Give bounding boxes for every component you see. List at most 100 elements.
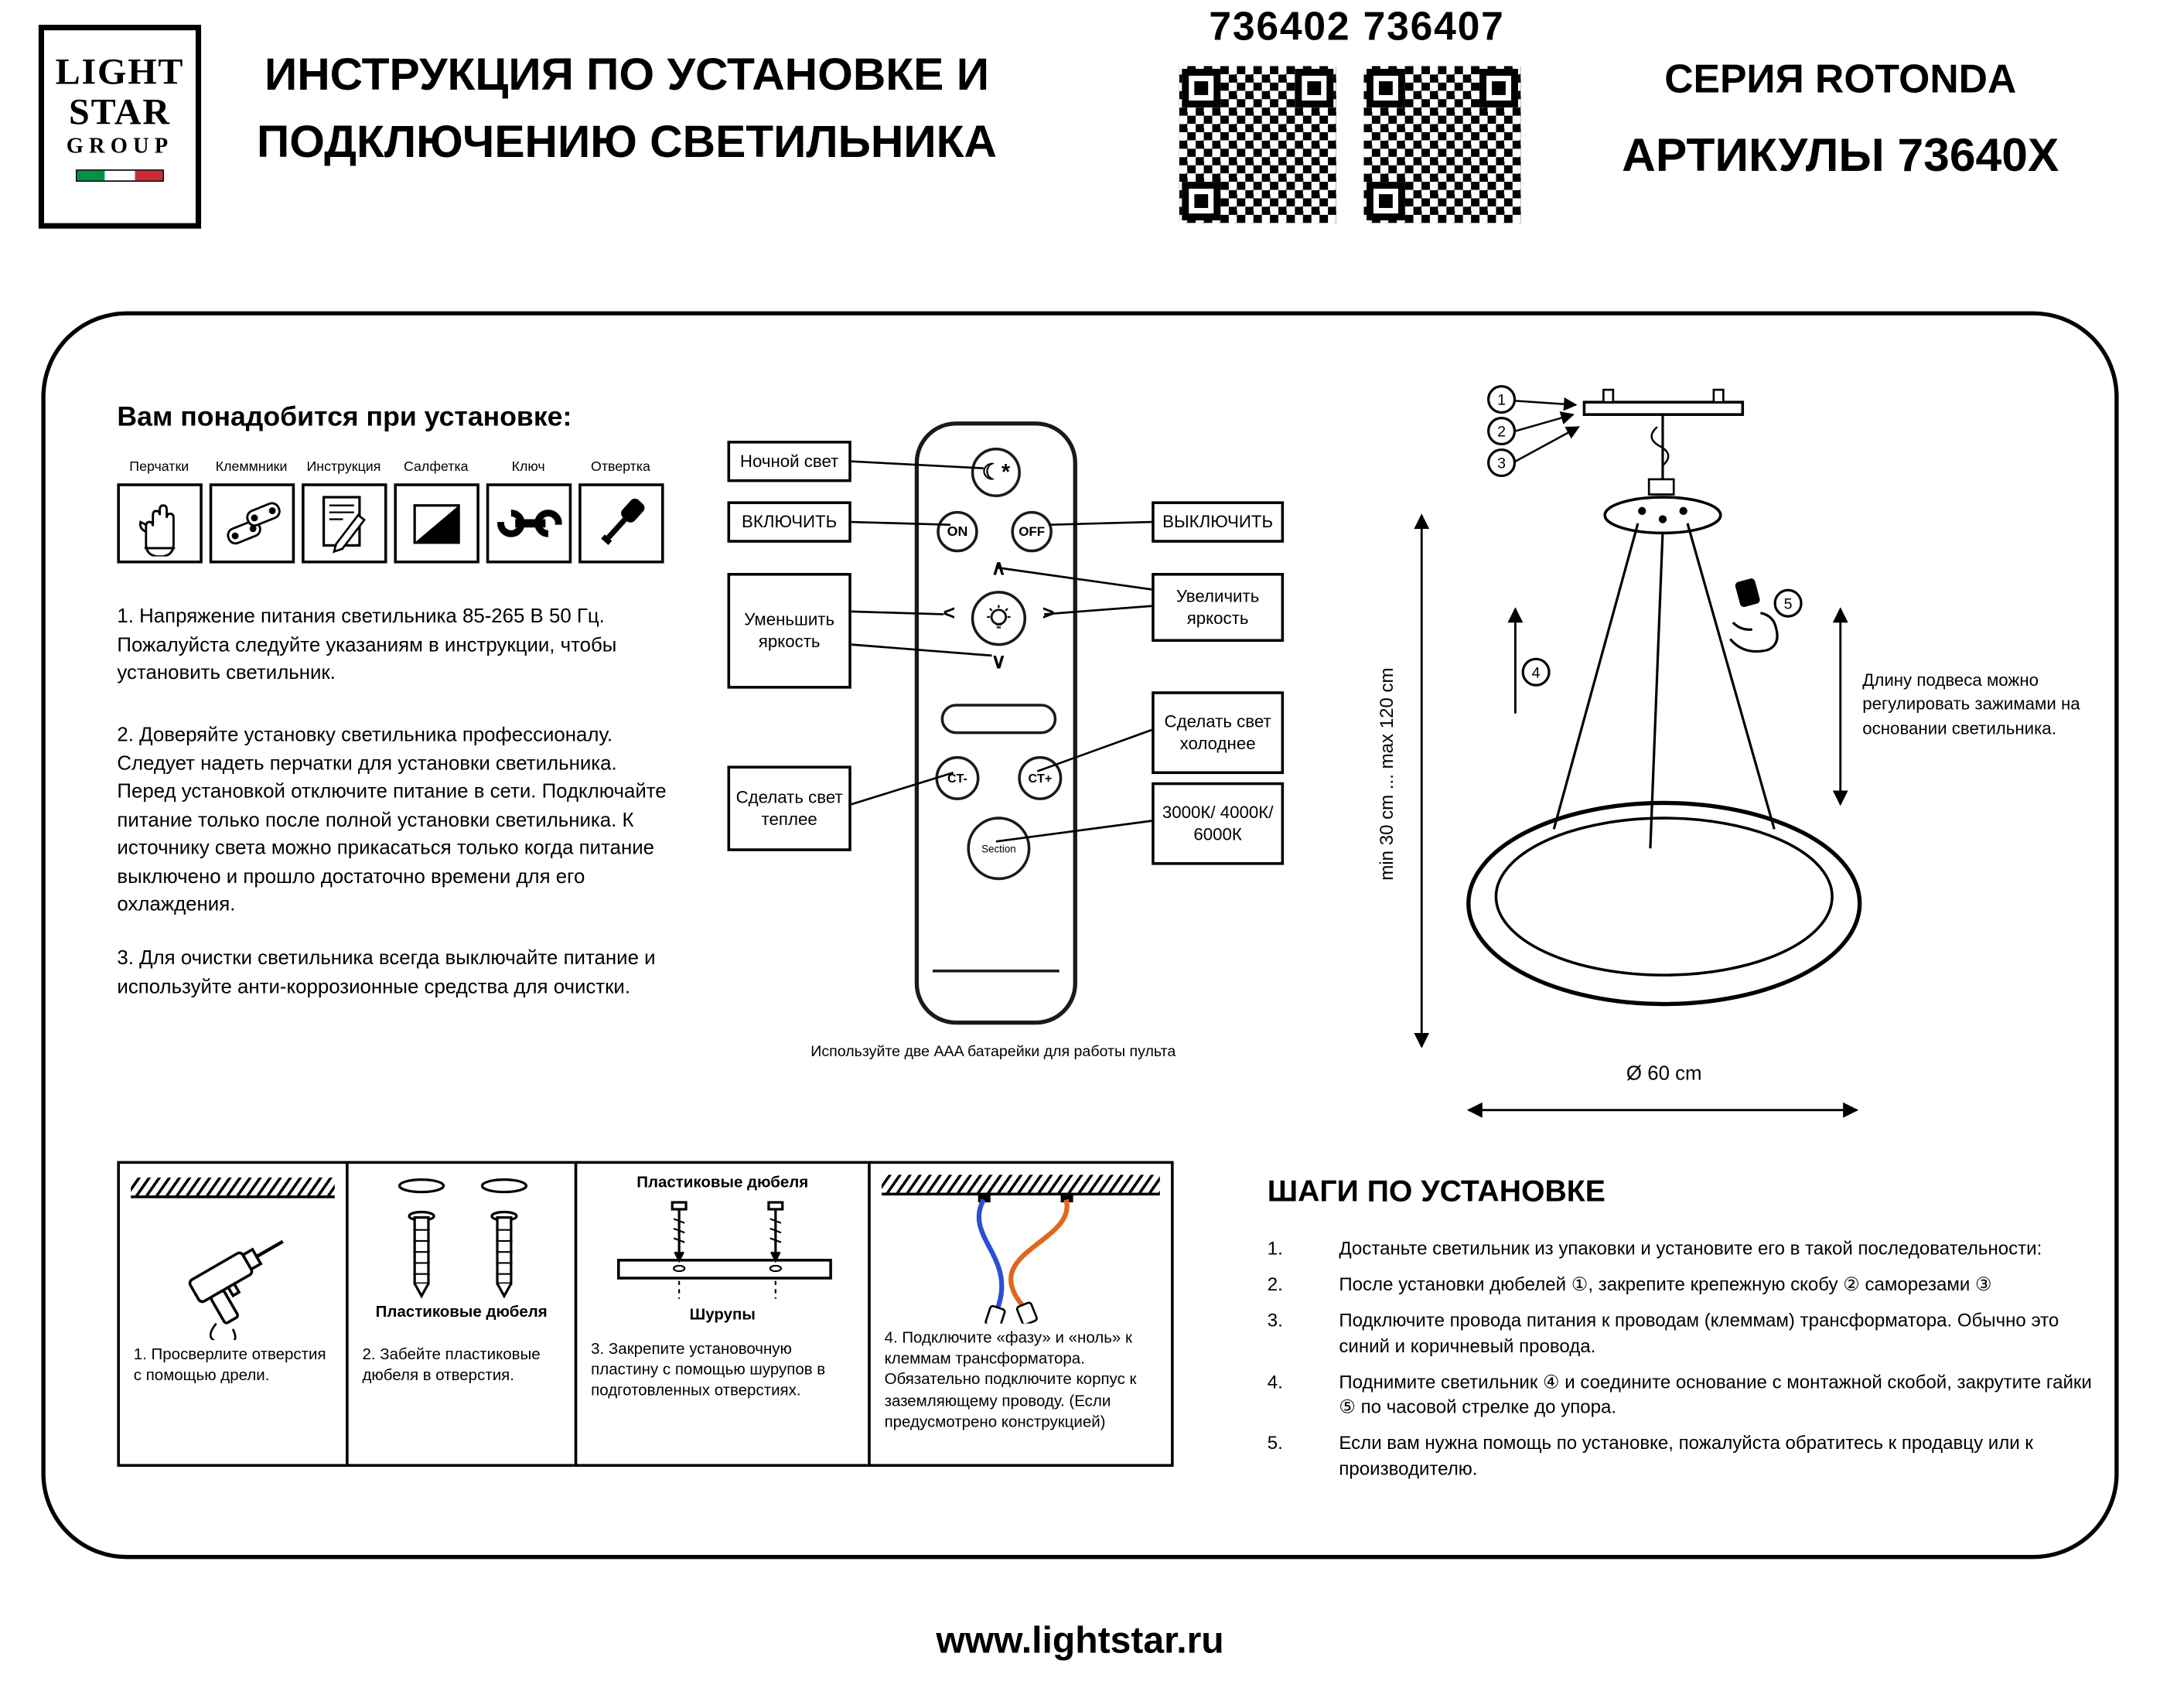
- panel-caption: 3. Закрепите установочную пластину с пом…: [591, 1341, 826, 1400]
- off-button: OFF: [1011, 510, 1053, 553]
- ct-plus-button: CT+: [1018, 755, 1063, 800]
- tool-label: Отвертка: [590, 459, 650, 476]
- logo-text-group: GROUP: [66, 135, 174, 159]
- tool-item-terminals: Клеммники: [208, 460, 295, 564]
- note-paragraph-3: 3. Для очистки светильника всегда выключ…: [117, 947, 656, 998]
- step-text: Подключите провода питания к проводам (к…: [1339, 1309, 2059, 1356]
- step-number: 2.: [1267, 1273, 1283, 1295]
- diameter-label: Ø 60 cm: [1626, 1063, 1702, 1086]
- steps-heading: ШАГИ ПО УСТАНОВКЕ: [1267, 1173, 1605, 1209]
- section-button: Section: [967, 816, 1031, 881]
- articles-title: АРТИКУЛЫ 73640X: [1622, 129, 2059, 182]
- qr-finder: [1367, 69, 1405, 107]
- brightness-up-arrow: ∧: [991, 556, 1007, 580]
- logo-text-star: STAR: [69, 90, 171, 132]
- label-night-light: Ночной свет: [727, 441, 851, 482]
- neutral-wire: [1008, 1198, 1070, 1312]
- panel-label: Пластиковые дюбеля: [636, 1174, 809, 1192]
- qr-finder: [1182, 182, 1221, 220]
- step-number: 5.: [1267, 1433, 1283, 1454]
- qr-finder: [1479, 69, 1518, 107]
- label-turn-off: ВЫКЛЮЧИТЬ: [1152, 501, 1285, 543]
- note-paragraph-2: 2. Доверяйте установку светильника профе…: [117, 724, 667, 917]
- ceiling-hatch: [131, 1177, 335, 1198]
- tools-row: Перчатки Клеммники: [116, 460, 681, 564]
- page-title: ИНСТРУКЦИЯ ПО УСТАНОВКЕ И ПОДКЛЮЧЕНИЮ СВ…: [220, 41, 1033, 176]
- page-title-line1: ИНСТРУКЦИЯ ПО УСТАНОВКЕ И: [264, 48, 989, 100]
- dowels-icon: [398, 1178, 528, 1299]
- tool-label: Инструкция: [306, 459, 381, 476]
- step-row: 2. После установки дюбелей ①, закрепите …: [1268, 1273, 2114, 1299]
- qr-code-2: [1363, 66, 1521, 223]
- remote-battery-caption: Используйте две AAA батарейки для работы…: [810, 1044, 1176, 1061]
- qr-finder: [1367, 182, 1405, 220]
- night-light-button: ☾*: [971, 447, 1021, 498]
- step-row: 5. Если вам нужна помощь по установке, п…: [1268, 1431, 2114, 1483]
- remote-control: ☾* ON OFF ∧ ∨ < > CT- CT+ Section: [914, 421, 1077, 1025]
- nav-right-arrow: >: [1042, 602, 1055, 626]
- qr-finder: [1182, 69, 1221, 107]
- label-dim-brightness: Уменьшить яркость: [727, 573, 851, 689]
- panel-caption: 4. Подключите «фазу» и «ноль» к клеммам …: [884, 1330, 1137, 1431]
- bulb-button: [971, 591, 1027, 646]
- install-panel-3: Пластиковые дюбеля Шурупы 3. Закрепите: [574, 1161, 871, 1468]
- step-number: 1.: [1267, 1238, 1283, 1260]
- install-panel-1: 1. Просверлите отверстия с помощью дрели…: [117, 1161, 349, 1468]
- label-color-temperatures: 3000К/ 4000К/ 6000К: [1152, 782, 1285, 865]
- panel-label: Пластиковые дюбеля: [375, 1304, 548, 1321]
- screwdriver-icon: [600, 498, 644, 545]
- label-cooler-light: Сделать свет холоднее: [1152, 691, 1285, 775]
- step-row: 3. Подключите провода питания к проводам…: [1268, 1308, 2114, 1360]
- article-numbers: 736402 736407: [1209, 5, 1505, 50]
- wires-icon: [976, 1194, 1073, 1324]
- main-content-border: [41, 311, 2119, 1560]
- step-row: 4. Поднимите светильник ④ и соедините ос…: [1268, 1370, 2114, 1422]
- note-paragraph-1: 1. Напряжение питания светильника 85-265…: [117, 605, 617, 685]
- panel-label: Шурупы: [689, 1307, 756, 1324]
- ct-minus-button: CT-: [935, 755, 980, 800]
- step-text: После установки дюбелей ①, закрепите кре…: [1339, 1273, 1992, 1295]
- suspension-adjust-note: Длину подвеса можно регулировать зажимам…: [1862, 670, 2080, 738]
- install-panel-4: 4. Подключите «фазу» и «ноль» к клеммам …: [868, 1161, 1174, 1468]
- bulb-icon: [987, 605, 1011, 629]
- tool-label: Клеммники: [215, 459, 288, 476]
- lightstar-logo: LIGHT STAR GROUP: [38, 25, 202, 229]
- tool-item-wrench: Ключ: [485, 460, 572, 564]
- qr-code-1: [1179, 66, 1336, 223]
- step-text: Достаньте светильник из упаковки и устан…: [1339, 1238, 2042, 1260]
- step-text: Поднимите светильник ④ и соедините основ…: [1339, 1371, 2092, 1418]
- steps-list: 1. Достаньте светильник из упаковки и ус…: [1268, 1237, 2114, 1494]
- wrench-icon: [495, 510, 561, 537]
- manual-icon: [322, 496, 366, 554]
- height-dimension-label: min 30 cm ... max 120 cm: [1376, 667, 1397, 881]
- label-turn-on: ВКЛЮЧИТЬ: [727, 501, 851, 543]
- on-button: ON: [937, 510, 978, 553]
- step-number: 3.: [1267, 1309, 1283, 1331]
- qr-finder: [1295, 69, 1334, 107]
- phase-wire: [976, 1198, 1005, 1314]
- tool-item-napkin: Салфетка: [393, 460, 479, 564]
- napkin-icon: [412, 504, 459, 544]
- tool-item-manual: Инструкция: [300, 460, 387, 564]
- label-increase-brightness: Увеличить яркость: [1152, 573, 1285, 643]
- tool-item-screwdriver: Отвертка: [577, 460, 664, 564]
- panel-caption: 2. Забейте пластиковые дюбеля в отверсти…: [362, 1347, 541, 1385]
- blank-pill-button: [940, 704, 1057, 735]
- step-number: 4.: [1267, 1371, 1283, 1393]
- nav-left-arrow: <: [943, 602, 956, 626]
- tools-heading: Вам понадобится при установке:: [117, 402, 572, 433]
- label-warmer-light: Сделать свет теплее: [727, 765, 851, 851]
- step-row: 1. Достаньте светильник из упаковки и ус…: [1268, 1237, 2114, 1263]
- mounting-plate-icon: [617, 1201, 832, 1299]
- website-url: www.lightstar.ru: [936, 1619, 1224, 1662]
- tool-label: Ключ: [511, 459, 545, 476]
- brightness-down-arrow: ∨: [991, 649, 1007, 674]
- tool-label: Салфетка: [403, 459, 469, 476]
- drill-icon: [188, 1239, 284, 1341]
- tool-item-gloves: Перчатки: [116, 460, 203, 564]
- tool-label: Перчатки: [129, 459, 189, 476]
- series-title: СЕРИЯ ROTONDA: [1664, 57, 2017, 102]
- battery-compartment-line: [932, 970, 1060, 973]
- step-text: Если вам нужна помощь по установке, пожа…: [1339, 1433, 2033, 1480]
